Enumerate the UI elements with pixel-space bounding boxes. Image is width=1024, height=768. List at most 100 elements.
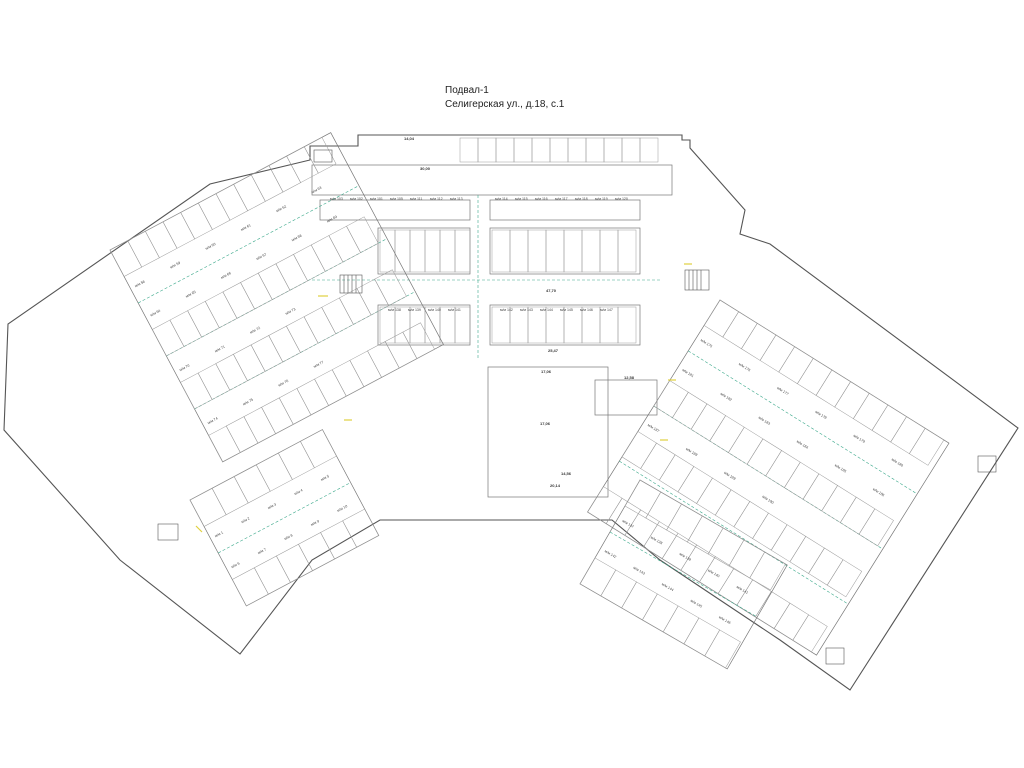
svg-text:м/м 137: м/м 137 xyxy=(621,519,634,529)
svg-text:м/м 177: м/м 177 xyxy=(776,386,789,396)
svg-text:м/м 138: м/м 138 xyxy=(388,308,401,312)
svg-text:м/м 146: м/м 146 xyxy=(580,308,593,312)
svg-text:м/м 144: м/м 144 xyxy=(661,582,674,592)
svg-text:м/м 119: м/м 119 xyxy=(595,197,608,201)
stair-icon xyxy=(157,149,997,665)
svg-text:м/м 186: м/м 186 xyxy=(872,487,885,497)
svg-text:м/м 180: м/м 180 xyxy=(891,457,904,467)
svg-text:м/м 59: м/м 59 xyxy=(169,261,181,270)
svg-text:м/м 141: м/м 141 xyxy=(448,308,461,312)
svg-text:м/м 64: м/м 64 xyxy=(150,309,162,318)
svg-text:м/м 116: м/м 116 xyxy=(535,197,548,201)
area-label: 12,58 xyxy=(624,375,635,380)
svg-text:м/м 65: м/м 65 xyxy=(185,290,197,299)
svg-text:м/м 142: м/м 142 xyxy=(604,549,617,559)
right-wing xyxy=(587,299,950,656)
area-label: 14,04 xyxy=(404,136,415,141)
svg-text:м/м 190: м/м 190 xyxy=(761,495,774,505)
svg-text:м/м 69: м/м 69 xyxy=(326,215,338,224)
svg-text:м/м 138: м/м 138 xyxy=(650,535,663,545)
svg-text:м/м 143: м/м 143 xyxy=(632,566,645,576)
svg-text:м/м 189: м/м 189 xyxy=(723,471,736,481)
svg-text:м/м 74: м/м 74 xyxy=(207,416,219,425)
lower-left-block xyxy=(189,429,380,607)
svg-text:м/м 68: м/м 68 xyxy=(291,234,303,243)
svg-text:м/м 182: м/м 182 xyxy=(719,392,732,402)
central-walls xyxy=(311,164,673,498)
area-label: 30,00 xyxy=(420,166,431,171)
area-labels: 17,06 20,14 14,56 25,47 47,70 12,58 17,0… xyxy=(404,136,635,488)
lower-right-block xyxy=(579,479,788,670)
svg-text:м/м 114: м/м 114 xyxy=(495,197,508,201)
svg-text:м/м 184: м/м 184 xyxy=(796,439,809,449)
svg-text:м/м 58: м/м 58 xyxy=(134,280,146,289)
central-stalls-top xyxy=(459,137,659,163)
area-label: 20,14 xyxy=(550,483,561,488)
svg-text:м/м 3: м/м 3 xyxy=(267,502,277,510)
svg-text:м/м 142: м/м 142 xyxy=(500,308,513,312)
left-wing xyxy=(109,132,444,463)
svg-text:м/м 62: м/м 62 xyxy=(275,204,287,213)
svg-text:м/м 175: м/м 175 xyxy=(700,338,713,348)
svg-text:м/м 6: м/м 6 xyxy=(231,561,241,569)
svg-text:м/м 146: м/м 146 xyxy=(718,615,731,625)
svg-text:м/м 115: м/м 115 xyxy=(515,197,528,201)
svg-text:м/м 147: м/м 147 xyxy=(600,308,613,312)
svg-text:м/м 75: м/м 75 xyxy=(242,398,254,407)
svg-text:м/м 2: м/м 2 xyxy=(241,516,251,524)
svg-text:м/м 61: м/м 61 xyxy=(240,223,252,232)
svg-text:м/м 140: м/м 140 xyxy=(428,308,441,312)
svg-text:м/м 118: м/м 118 xyxy=(575,197,588,201)
svg-text:м/м 176: м/м 176 xyxy=(738,362,751,372)
svg-text:м/м 103: м/м 103 xyxy=(330,197,343,201)
svg-text:м/м 60: м/м 60 xyxy=(205,242,217,251)
svg-text:м/м 63: м/м 63 xyxy=(311,186,323,195)
svg-text:м/м 139: м/м 139 xyxy=(678,552,691,562)
svg-text:м/м 139: м/м 139 xyxy=(408,308,421,312)
svg-text:м/м 67: м/м 67 xyxy=(256,252,268,261)
svg-text:м/м 10: м/м 10 xyxy=(337,504,349,513)
svg-text:м/м 7: м/м 7 xyxy=(257,547,267,555)
area-label: 17,06 xyxy=(540,421,551,426)
svg-text:м/м 111: м/м 111 xyxy=(410,197,422,201)
svg-text:м/м 188: м/м 188 xyxy=(685,447,698,457)
svg-text:м/м 8: м/м 8 xyxy=(284,533,294,541)
svg-text:м/м 178: м/м 178 xyxy=(814,410,827,420)
right-wing-labels: м/м 175 м/м 176 м/м 177 м/м 178 м/м 179 … xyxy=(647,338,904,505)
svg-text:м/м 145: м/м 145 xyxy=(560,308,573,312)
svg-text:м/м 76: м/м 76 xyxy=(278,379,290,388)
central-stall-labels: м/м 103 м/м 102 м/м 101 м/м 105 м/м 111 … xyxy=(330,197,628,312)
left-wing-labels: м/м 58 м/м 59 м/м 60 м/м 61 м/м 62 м/м 6… xyxy=(134,186,338,425)
title-block: Подвал-1 Селигерская ул., д.18, с.1 xyxy=(445,84,564,112)
building-outline xyxy=(3,134,1019,691)
svg-text:м/м 120: м/м 120 xyxy=(615,197,628,201)
svg-text:м/м 77: м/м 77 xyxy=(313,360,325,369)
svg-text:м/м 71: м/м 71 xyxy=(214,345,226,354)
plan-level: Подвал-1 xyxy=(445,85,489,96)
lower-right-labels: м/м 137 м/м 138 м/м 139 м/м 140 м/м 141 … xyxy=(604,519,749,625)
doors xyxy=(195,263,692,533)
svg-text:м/м 9: м/м 9 xyxy=(310,519,320,527)
svg-text:м/м 112: м/м 112 xyxy=(430,197,443,201)
plan-address: Селигерская ул., д.18, с.1 xyxy=(445,99,565,110)
svg-text:м/м 70: м/м 70 xyxy=(179,363,191,372)
svg-text:м/м 144: м/м 144 xyxy=(540,308,553,312)
area-label: 14,56 xyxy=(561,471,572,476)
svg-text:м/м 117: м/м 117 xyxy=(555,197,568,201)
svg-text:м/м 4: м/м 4 xyxy=(294,488,304,496)
svg-text:м/м 187: м/м 187 xyxy=(647,423,660,433)
svg-text:м/м 1: м/м 1 xyxy=(214,531,224,539)
svg-text:м/м 141: м/м 141 xyxy=(736,585,749,595)
svg-text:м/м 145: м/м 145 xyxy=(690,599,703,609)
svg-text:м/м 113: м/м 113 xyxy=(450,197,463,201)
svg-text:м/м 143: м/м 143 xyxy=(520,308,533,312)
area-label: 17,06 xyxy=(541,369,552,374)
svg-text:м/м 181: м/м 181 xyxy=(681,368,694,378)
svg-text:м/м 73: м/м 73 xyxy=(285,307,297,316)
lower-left-labels: м/м 1 м/м 2 м/м 3 м/м 4 м/м 5 м/м 6 м/м … xyxy=(214,474,349,569)
svg-text:м/м 102: м/м 102 xyxy=(350,197,363,201)
svg-text:м/м 5: м/м 5 xyxy=(320,474,330,482)
svg-text:м/м 105: м/м 105 xyxy=(390,197,403,201)
area-label: 47,70 xyxy=(546,288,557,293)
